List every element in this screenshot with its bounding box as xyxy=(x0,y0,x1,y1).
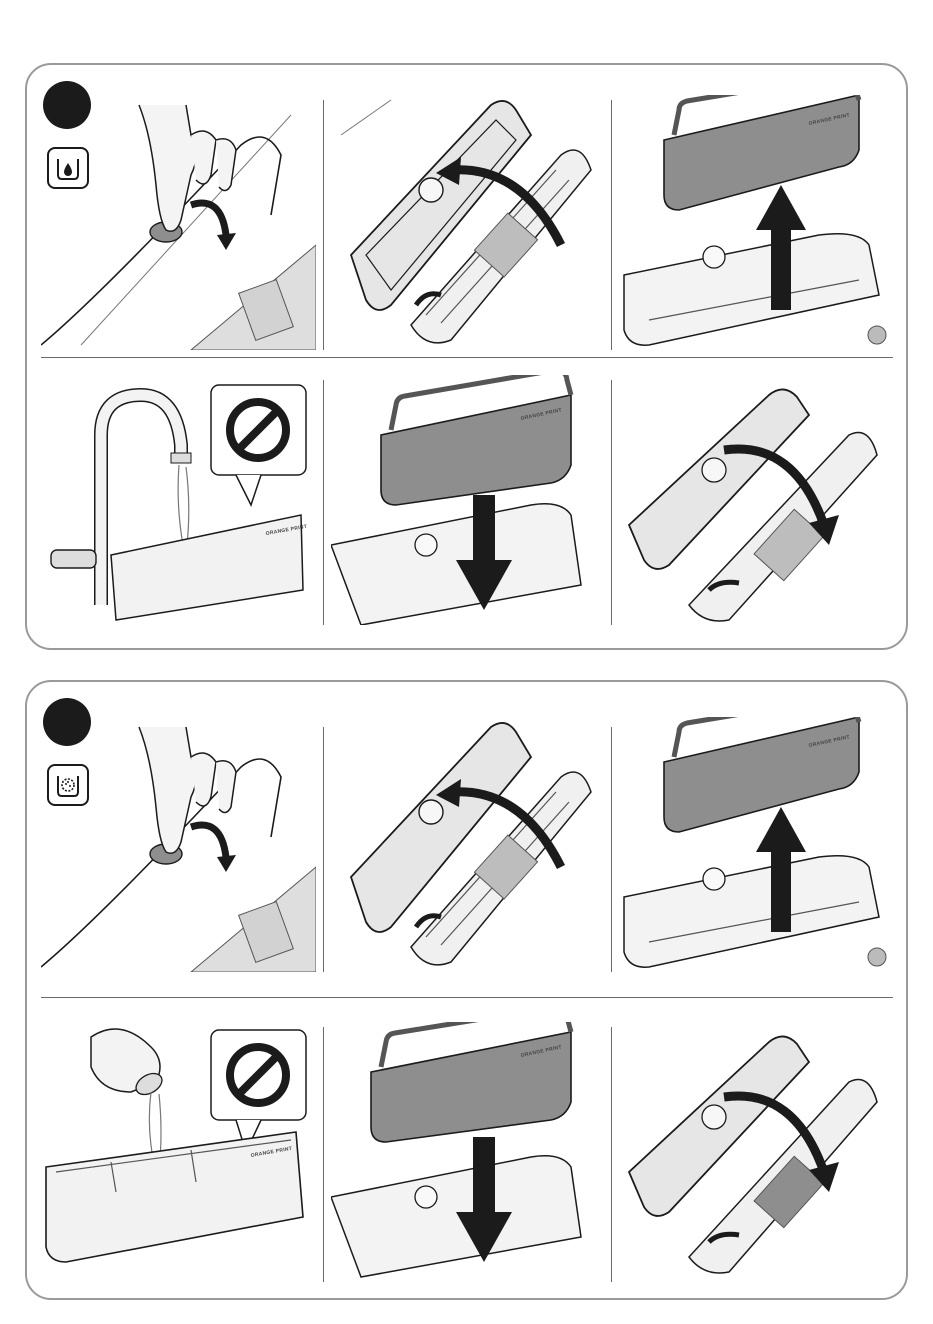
instruction-panel-liquid: ORANGE PRINT ORANGE PRINT ORA xyxy=(25,680,908,1300)
step-pour-liquid-prohibited: ORANGE PRINT xyxy=(41,1022,316,1282)
divider xyxy=(41,997,893,998)
divider xyxy=(611,380,612,625)
step-insert-tray-down: ORANGE PRINT xyxy=(331,375,607,625)
divider xyxy=(323,1027,324,1282)
divider xyxy=(323,100,324,350)
step-press-lid-button xyxy=(41,717,316,972)
divider xyxy=(41,357,893,358)
step-open-lid xyxy=(331,717,607,972)
step-lift-tray-out: ORANGE PRINT xyxy=(619,95,895,350)
step-close-lid xyxy=(619,1022,895,1282)
divider xyxy=(611,100,612,350)
step-lift-tray-out: ORANGE PRINT xyxy=(619,717,895,972)
step-press-lid-button xyxy=(41,95,316,350)
step-open-lid xyxy=(331,95,607,350)
divider xyxy=(611,727,612,972)
divider xyxy=(611,1027,612,1282)
divider xyxy=(323,380,324,625)
instruction-panel-water: ORANGE PRINT ORANGE PRINT xyxy=(25,63,908,650)
step-tap-rinse-prohibited: ORANGE PRINT xyxy=(41,375,316,625)
divider xyxy=(323,727,324,972)
step-insert-tray-down: ORANGE PRINT xyxy=(331,1022,607,1282)
step-close-lid xyxy=(619,375,895,625)
